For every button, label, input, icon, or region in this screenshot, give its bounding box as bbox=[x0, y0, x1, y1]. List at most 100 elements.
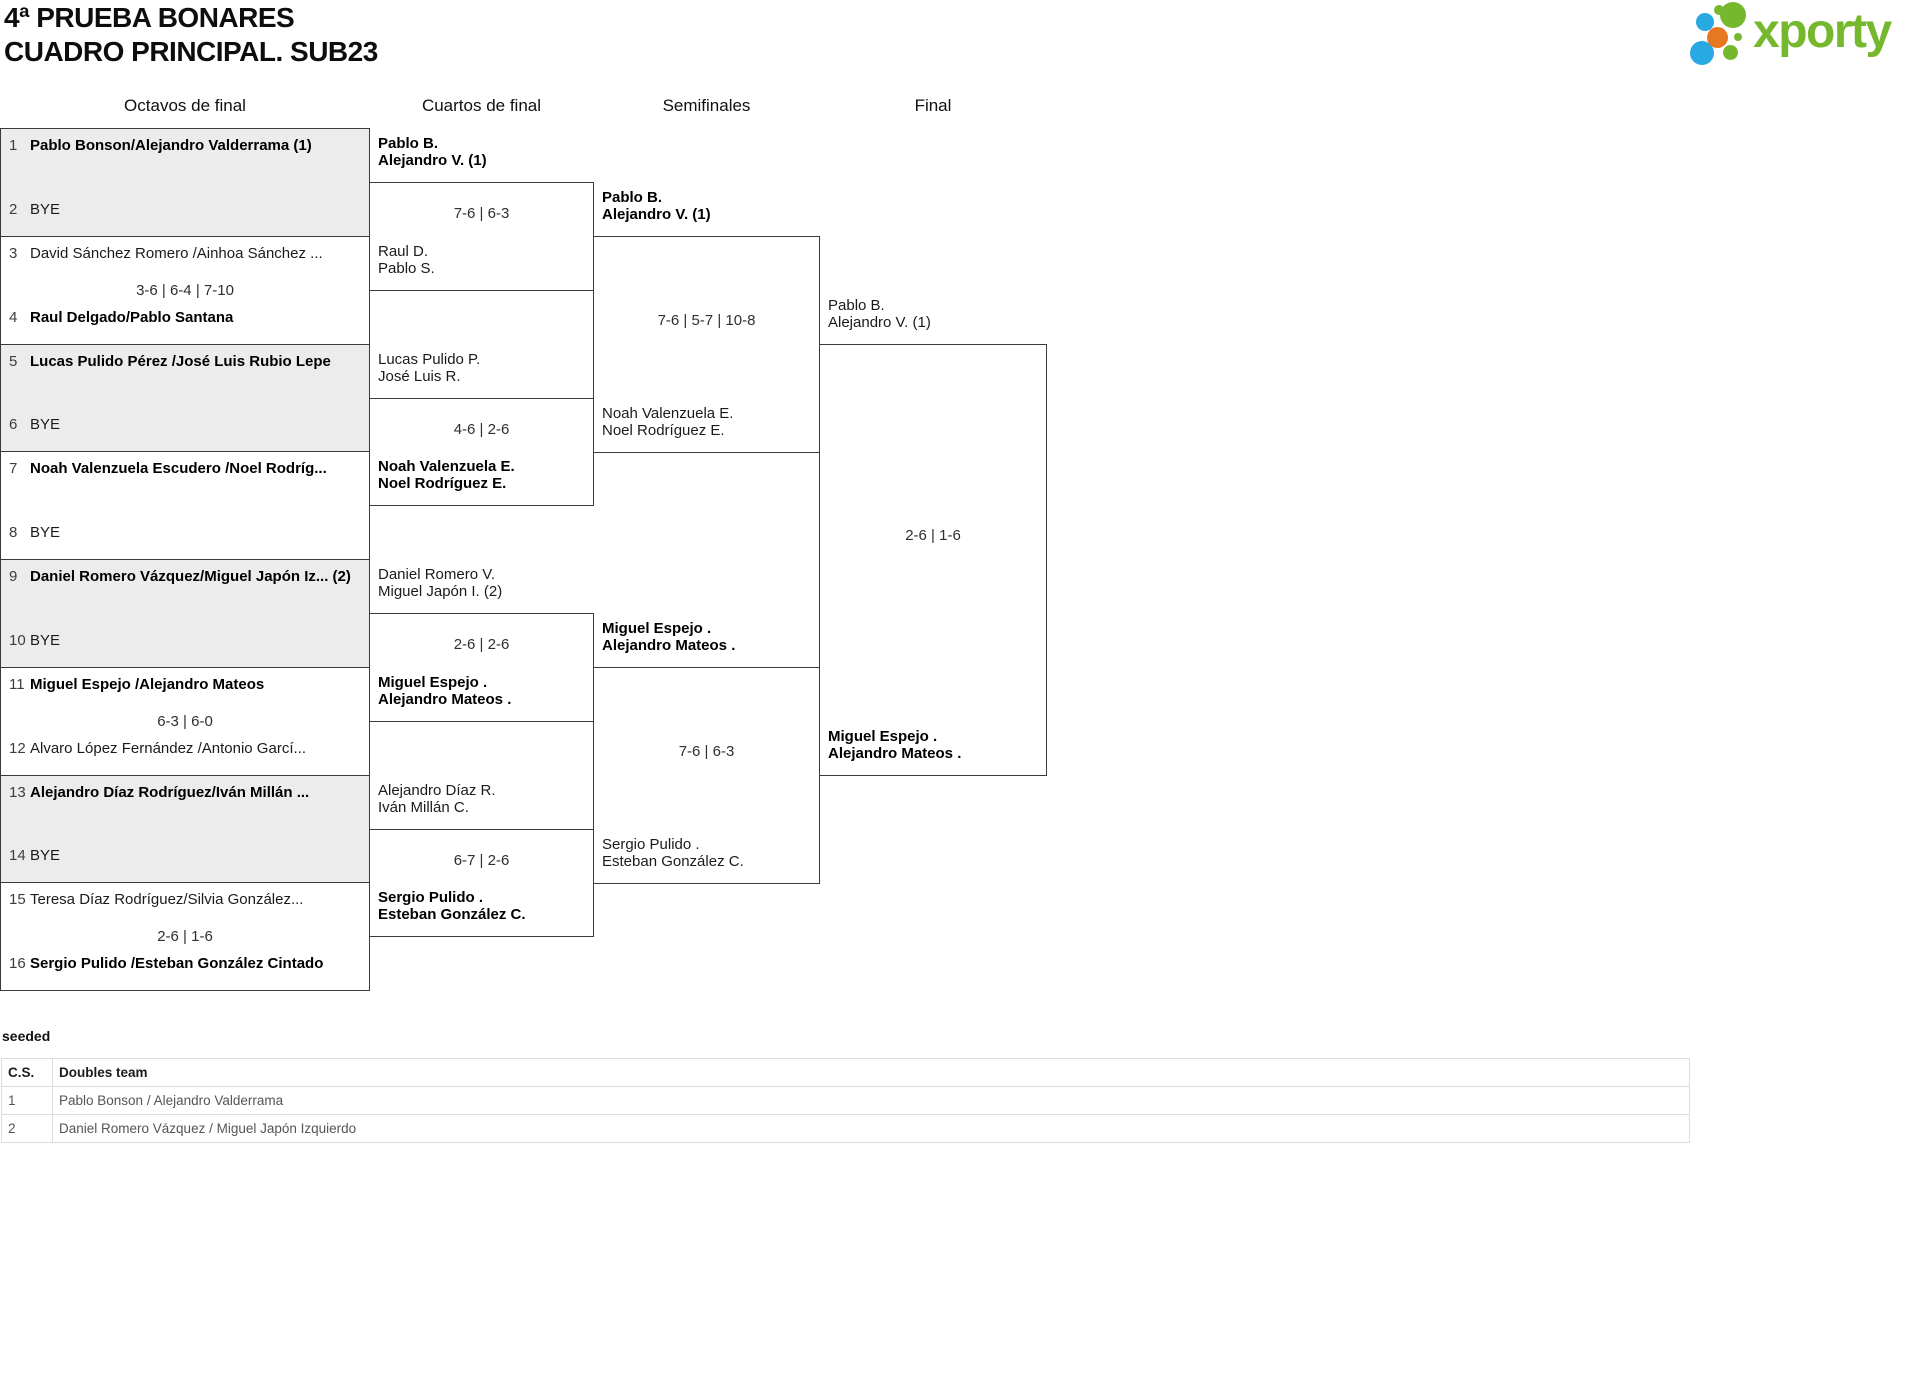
team-name: Daniel Romero Vázquez/Miguel Japón Iz...… bbox=[30, 568, 351, 585]
match-score: 4-6 | 2-6 bbox=[453, 421, 510, 438]
page-title-line2: CUADRO PRINCIPAL. SUB23 bbox=[4, 36, 378, 67]
team-name: Raul Delgado/Pablo Santana bbox=[30, 309, 234, 326]
team-name-block: Lucas Pulido P.José Luis R. bbox=[378, 351, 480, 385]
page-title-line1: 4ª PRUEBA BONARES bbox=[4, 2, 295, 33]
team-name-line: Alejandro Mateos . bbox=[602, 637, 736, 654]
seed-number: 2 bbox=[9, 201, 18, 218]
seed-number: 8 bbox=[9, 524, 18, 541]
team-name-line: Noel Rodríguez E. bbox=[378, 475, 507, 492]
match-score: 2-6 | 2-6 bbox=[453, 636, 510, 653]
team-name: BYE bbox=[30, 632, 61, 649]
team-name-line: Alejandro V. (1) bbox=[602, 206, 711, 223]
team-name: Noah Valenzuela Escudero /Noel Rodríg... bbox=[30, 460, 327, 477]
match-score: 7-6 | 5-7 | 10-8 bbox=[657, 312, 756, 329]
team-name-line: Pablo B. bbox=[602, 189, 663, 206]
seed-number: 15 bbox=[9, 891, 26, 908]
logo-dot-icon bbox=[1714, 5, 1724, 15]
round-header-octavos: Octavos de final bbox=[124, 96, 246, 115]
seeded-row-team: Pablo Bonson / Alejandro Valderrama bbox=[52, 1086, 1690, 1115]
team-name-line: Alejandro V. (1) bbox=[828, 314, 931, 331]
round-header-cuartos: Cuartos de final bbox=[421, 96, 542, 115]
seeded-header-cs: C.S. bbox=[1, 1058, 53, 1087]
team-name-line: Iván Millán C. bbox=[378, 799, 469, 816]
team-name-block: Pablo B.Alejandro V. (1) bbox=[602, 189, 711, 223]
team-name-line: Alejandro Mateos . bbox=[828, 745, 962, 762]
seeded-row: 2 Daniel Romero Vázquez / Miguel Japón I… bbox=[1, 1114, 1690, 1143]
team-name-block: Miguel Espejo .Alejandro Mateos . bbox=[602, 620, 735, 654]
team-name-line: Miguel Espejo . bbox=[378, 674, 488, 691]
seed-number: 11 bbox=[9, 676, 25, 693]
logo-dot-icon bbox=[1723, 45, 1738, 60]
seeded-header-team: Doubles team bbox=[52, 1058, 1690, 1087]
team-name-line: Esteban González C. bbox=[602, 853, 744, 870]
logo-dot-icon bbox=[1720, 2, 1746, 28]
team-name: Miguel Espejo /Alejandro Mateos bbox=[30, 676, 265, 693]
match-score: 7-6 | 6-3 bbox=[453, 205, 510, 222]
team-name-block: Noah Valenzuela E.Noel Rodríguez E. bbox=[378, 458, 515, 492]
team-name: Pablo Bonson/Alejandro Valderrama (1) bbox=[30, 137, 312, 154]
team-name-line: Miguel Espejo . bbox=[828, 728, 938, 745]
seeded-row-cs: 2 bbox=[1, 1114, 53, 1143]
r16-match-5[interactable]: 9 Daniel Romero Vázquez/Miguel Japón Iz..… bbox=[0, 559, 370, 668]
seed-number: 3 bbox=[9, 245, 18, 262]
team-name-line: Lucas Pulido P. bbox=[378, 351, 481, 368]
team-name: BYE bbox=[30, 416, 61, 433]
match-score: 3-6 | 6-4 | 7-10 bbox=[136, 282, 234, 299]
match-score: 6-3 | 6-0 bbox=[157, 713, 213, 730]
team-name: David Sánchez Romero /Ainhoa Sánchez ... bbox=[30, 245, 323, 262]
seed-number: 4 bbox=[9, 309, 18, 326]
match-score: 7-6 | 6-3 bbox=[678, 743, 735, 760]
logo-wordmark: xporty bbox=[1753, 5, 1892, 58]
team-name: Alvaro López Fernández /Antonio Garcí... bbox=[30, 740, 306, 757]
r16-match-3[interactable]: 5 Lucas Pulido Pérez /José Luis Rubio Lep… bbox=[0, 344, 370, 452]
team-name-line: Esteban González C. bbox=[378, 906, 526, 923]
team-name: Sergio Pulido /Esteban González Cintado bbox=[30, 955, 324, 972]
logo-dot-icon bbox=[1696, 13, 1714, 31]
seed-number: 5 bbox=[9, 353, 18, 370]
team-name-line: Daniel Romero V. bbox=[378, 566, 496, 583]
team-name-line: Noah Valenzuela E. bbox=[378, 458, 515, 475]
r16-match-2[interactable]: 3 David Sánchez Romero /Ainhoa Sánchez ..… bbox=[0, 236, 370, 345]
match-score: 2-6 | 1-6 bbox=[905, 527, 961, 544]
team-name-block: Daniel Romero V.Miguel Japón I. (2) bbox=[378, 566, 502, 600]
match-score: 2-6 | 1-6 bbox=[157, 928, 213, 945]
seed-number: 7 bbox=[9, 460, 18, 477]
team-name-line: Alejandro V. (1) bbox=[378, 152, 487, 169]
logo-dot-icon bbox=[1707, 27, 1728, 48]
team-name-line: Alejandro Díaz R. bbox=[378, 782, 496, 799]
seed-number: 12 bbox=[9, 740, 26, 757]
team-name: Alejandro Díaz Rodríguez/Iván Millán ... bbox=[30, 784, 310, 801]
r16-match-4[interactable]: 7 Noah Valenzuela Escudero /Noel Rodríg..… bbox=[0, 451, 370, 560]
team-name: Lucas Pulido Pérez /José Luis Rubio Lepe bbox=[30, 353, 331, 370]
seeded-table: C.S. Doubles team 1 Pablo Bonson / Aleja… bbox=[1, 1058, 1690, 1143]
final-match-1[interactable] bbox=[819, 344, 1047, 776]
seed-number: 1 bbox=[9, 137, 18, 154]
seeded-row-cs: 1 bbox=[1, 1086, 53, 1115]
team-name-block: Miguel Espejo .Alejandro Mateos . bbox=[378, 674, 511, 708]
seed-number: 9 bbox=[9, 568, 18, 585]
seed-number: 16 bbox=[9, 955, 26, 972]
seed-number: 14 bbox=[9, 847, 26, 864]
team-name-line: Miguel Japón I. (2) bbox=[378, 583, 503, 600]
team-name-line: Miguel Espejo . bbox=[602, 620, 712, 637]
team-name-block: Raul D.Pablo S. bbox=[378, 243, 435, 277]
team-name-block: Alejandro Díaz R.Iván Millán C. bbox=[378, 782, 496, 816]
team-name-block: Sergio Pulido .Esteban González C. bbox=[378, 889, 526, 923]
team-name: BYE bbox=[30, 524, 61, 541]
team-name-line: Noah Valenzuela E. bbox=[602, 405, 734, 422]
team-name-line: Raul D. bbox=[378, 243, 429, 260]
team-name-line: Pablo B. bbox=[378, 135, 439, 152]
seeded-header-row: C.S. Doubles team bbox=[1, 1058, 1690, 1087]
team-name-block: Sergio Pulido .Esteban González C. bbox=[602, 836, 744, 870]
logo-dot-icon bbox=[1734, 33, 1742, 41]
match-score: 6-7 | 2-6 bbox=[453, 852, 510, 869]
team-name-block: Miguel Espejo .Alejandro Mateos . bbox=[828, 728, 961, 762]
team-name: BYE bbox=[30, 201, 61, 218]
team-name-block: Noah Valenzuela E.Noel Rodríguez E. bbox=[602, 405, 733, 439]
seed-number: 10 bbox=[9, 632, 26, 649]
r16-match-6[interactable]: 11 Miguel Espejo /Alejandro Mateos 6-3 | 6… bbox=[0, 667, 370, 776]
